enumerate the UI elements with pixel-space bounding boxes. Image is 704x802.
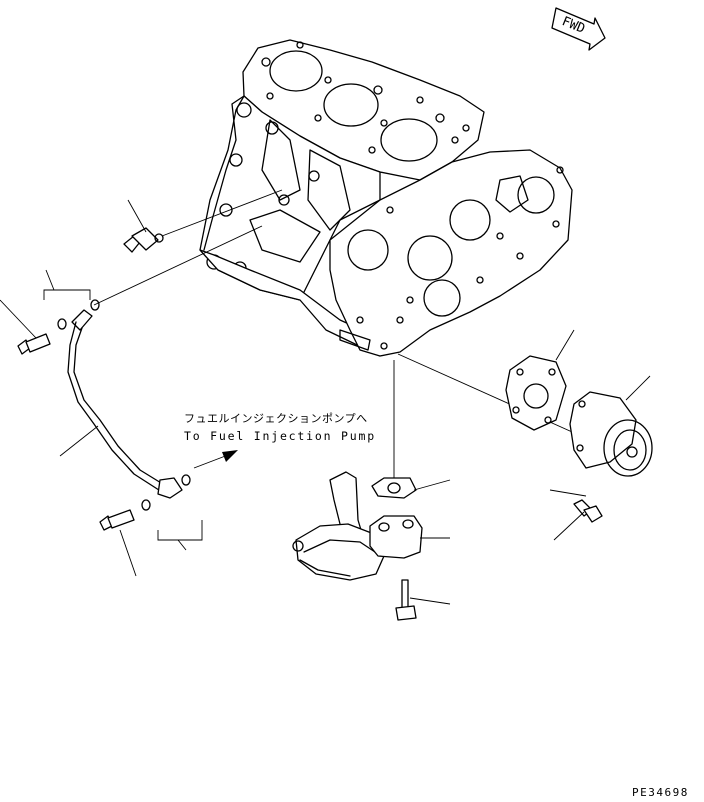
drawing-code: PE34698 — [632, 786, 689, 799]
annotation: フュエルインジェクションポンプへ To Fuel Injection Pump — [184, 412, 376, 443]
fwd-arrow: FWD — [551, 7, 606, 51]
annotation-en: To Fuel Injection Pump — [184, 429, 376, 443]
oil-pump — [397, 329, 653, 541]
oil-pipe-assembly — [0, 199, 263, 577]
engine-block — [199, 39, 573, 357]
oil-pressure-switch — [123, 189, 283, 253]
oil-strainer — [292, 360, 451, 621]
annotation-jp: フュエルインジェクションポンプへ — [184, 412, 368, 425]
